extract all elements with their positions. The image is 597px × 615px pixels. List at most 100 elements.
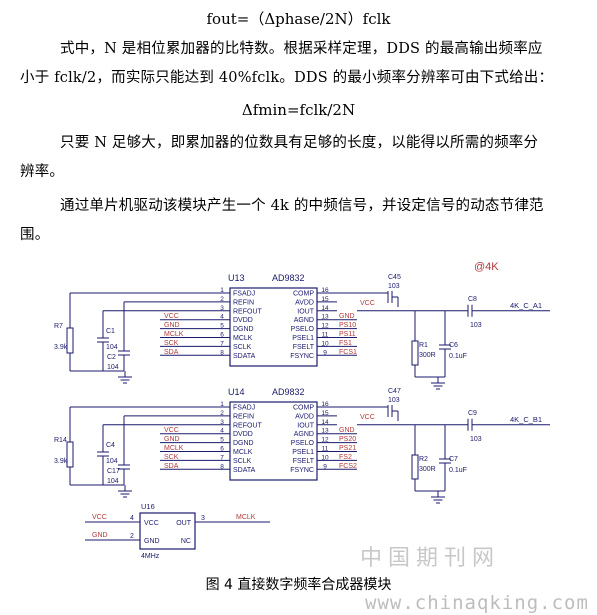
pin-num-right-10: 10 — [321, 454, 329, 461]
net-left-vcc: VCC — [164, 313, 179, 320]
pin-num-left-5: 5 — [220, 437, 224, 444]
pin-num-right-16: 16 — [321, 401, 329, 408]
pin-name-psel1: PSEL1 — [292, 335, 314, 342]
r-right-val: 300R — [419, 352, 436, 359]
r-right-ref: R2 — [419, 456, 428, 463]
osc-pin-name-vcc: VCC — [144, 520, 159, 527]
paragraph-1: 式中，N 是相位累加器的比特数。根据采样定理，DDS 的最高输出频率应 小于 f… — [20, 35, 580, 93]
pin-num-right-14: 14 — [321, 419, 329, 426]
pin-name-comp: COMP — [293, 291, 314, 298]
pin-num-right-16: 16 — [321, 287, 329, 294]
pin-num-left-4: 4 — [220, 314, 224, 321]
osc-net-vcc: VCC — [92, 514, 107, 521]
chip-part: AD9832 — [272, 387, 305, 397]
pin-num-left-2: 2 — [220, 296, 224, 303]
pin-num-left-4: 4 — [220, 428, 224, 435]
net-left-mclk: MCLK — [164, 445, 184, 452]
figure-caption: 图 4 直接数字频率合成器模块 — [205, 577, 392, 593]
pin-name-fsync: FSYNC — [290, 467, 314, 474]
chip-body — [229, 401, 318, 481]
c-left2-val: 104 — [107, 364, 119, 371]
pin-num-right-13: 13 — [321, 428, 329, 435]
net-right-gnd: GND — [339, 313, 355, 320]
net-left-sck: SCK — [164, 454, 179, 461]
pin-name-pselo: PSELO — [291, 326, 315, 333]
pin-name-comp: COMP — [293, 405, 314, 412]
pin-num-left-8: 8 — [220, 349, 224, 356]
pin-num-left-2: 2 — [220, 410, 224, 417]
pin-num-left-6: 6 — [220, 446, 224, 453]
pin-num-left-7: 7 — [220, 340, 224, 347]
osc-pin-name-out: OUT — [176, 520, 192, 527]
r-right-ref: R1 — [419, 342, 428, 349]
pin-num-right-11: 11 — [322, 446, 329, 453]
c-out-val: 103 — [470, 436, 482, 443]
chip-part: AD9832 — [272, 273, 305, 283]
pin-name-mclk: MCLK — [233, 335, 253, 342]
r-left-ref: R7 — [54, 323, 63, 330]
net-right-fs1: FS1 — [339, 340, 352, 347]
c-right-ref: C6 — [449, 342, 458, 349]
pin-name-fselt: FSELT — [293, 344, 315, 351]
c-right-val: 0.1uF — [449, 353, 467, 360]
pin-name-sclk: SCLK — [233, 344, 252, 351]
vcc-top-label: VCC — [360, 414, 375, 421]
c-left1-val: 104 — [106, 458, 118, 465]
pin-name-dgnd: DGND — [233, 326, 254, 333]
pin-num-right-12: 12 — [321, 323, 329, 330]
net-right-ps10: PS10 — [339, 322, 356, 329]
c-out-ref: C8 — [468, 296, 477, 303]
paragraph-3-line-1: 通过单片机驱动该模块产生一个 4k 的中频信号，并设定信号的动态节律范 — [60, 198, 544, 214]
net-right-ps21: PS21 — [339, 445, 356, 452]
paragraph-1-line-1: 式中，N 是相位累加器的比特数。根据采样定理，DDS 的最高输出频率应 — [60, 41, 543, 57]
watermark-cn: 中国期刊网 — [360, 546, 501, 571]
c-left2-ref: C2 — [107, 354, 116, 361]
pin-num-right-14: 14 — [321, 305, 329, 312]
paragraph-3-line-2: 围。 — [20, 227, 50, 243]
c-out-val: 103 — [470, 322, 482, 329]
formula-fout: fout=（Δphase/2N）fclk — [206, 10, 391, 28]
osc-net-mclk: MCLK — [236, 514, 256, 521]
net-left-sck: SCK — [164, 340, 179, 347]
net-left-gnd: GND — [164, 436, 180, 443]
pin-name-refin: REFIN — [233, 413, 254, 420]
c-left1-val: 104 — [106, 344, 118, 351]
osc-pin-name-nc: NC — [181, 538, 191, 545]
net-left-sda: SDA — [164, 349, 179, 356]
osc-pin-name-gnd: GND — [144, 538, 160, 545]
net-left-sda: SDA — [164, 463, 179, 470]
c-left1-ref: C4 — [106, 442, 115, 449]
pin-num-right-15: 15 — [321, 296, 329, 303]
paragraph-3: 通过单片机驱动该模块产生一个 4k 的中频信号，并设定信号的动态节律范 围。 — [20, 192, 580, 250]
net-right-ps11: PS11 — [339, 331, 356, 338]
pin-num-right-11: 11 — [322, 332, 329, 339]
figure-tag: @4K — [474, 261, 499, 273]
r-left-val: 3.9k — [54, 344, 68, 351]
pin-name-agnd: AGND — [294, 317, 314, 324]
pin-name-fsync: FSYNC — [290, 353, 314, 360]
pin-num-right-9: 9 — [323, 349, 327, 356]
pin-name-iout: IOUT — [297, 308, 314, 315]
paragraph-2-line-2: 辨率。 — [20, 164, 65, 180]
osc-pin-num-2: 2 — [130, 533, 134, 540]
paragraph-2: 只要 N 足够大，即累加器的位数具有足够的长度，以能得以所需的频率分 辨率。 — [20, 129, 580, 187]
net-right-fcs2: FCS2 — [339, 463, 357, 470]
net-right-fcs1: FCS1 — [339, 349, 357, 356]
net-right-ps20: PS20 — [339, 436, 356, 443]
pin-num-left-3: 3 — [220, 419, 224, 426]
pin-num-left-1: 1 — [220, 287, 224, 294]
pin-name-sclk: SCLK — [233, 458, 252, 465]
c-top-ref: C45 — [388, 274, 401, 281]
pin-name-dvdd: DVDD — [233, 431, 253, 438]
paragraph-2-line-1: 只要 N 足够大，即累加器的位数具有足够的长度，以能得以所需的频率分 — [60, 135, 539, 151]
pin-num-right-13: 13 — [321, 314, 329, 321]
pin-name-pselo: PSELO — [291, 440, 315, 447]
osc-pin-num-4: 4 — [130, 515, 134, 522]
pin-num-left-1: 1 — [220, 401, 224, 408]
pin-name-refout: REFOUT — [233, 422, 263, 429]
